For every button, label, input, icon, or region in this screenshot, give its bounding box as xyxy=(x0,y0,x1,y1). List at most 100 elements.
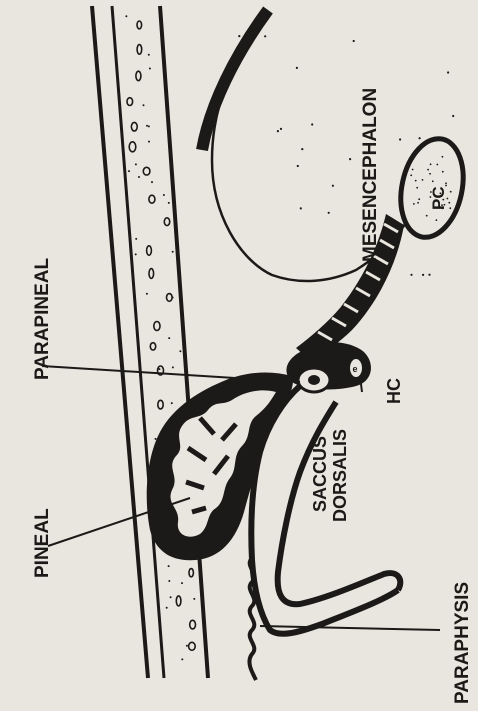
band-speckle xyxy=(189,642,196,650)
band-dot xyxy=(146,293,148,295)
mesencephalon-dot xyxy=(419,137,421,139)
band-speckle xyxy=(137,21,142,29)
band-speckle xyxy=(158,400,163,409)
band-speckle xyxy=(167,294,173,302)
label-dorsalis: DORSALIS xyxy=(330,429,350,522)
band-dot xyxy=(172,366,174,368)
mesencephalon-dot xyxy=(264,35,266,37)
pc-dot xyxy=(418,198,420,200)
band-speckle xyxy=(137,45,142,55)
pc-dot xyxy=(417,202,419,204)
mesencephalon-dot xyxy=(280,128,282,130)
band-speckle xyxy=(154,322,160,331)
band-speckle xyxy=(189,569,193,577)
band-dot xyxy=(172,251,174,253)
band-speckle xyxy=(136,71,141,80)
band-speckle xyxy=(131,122,137,131)
pc-dot xyxy=(445,182,447,184)
label-pc: PC xyxy=(429,186,448,210)
pc-dot xyxy=(422,179,424,181)
label-hc: HC xyxy=(384,378,404,404)
band-dot xyxy=(169,293,171,295)
mesencephalon-dot xyxy=(452,115,454,117)
mesencephalon-dot xyxy=(332,185,334,187)
band-dot xyxy=(181,582,183,584)
band-dot xyxy=(148,141,150,143)
band-dot xyxy=(181,658,183,660)
band-dot xyxy=(172,297,174,299)
mesencephalon-dot xyxy=(311,123,313,125)
paraphysis-tube xyxy=(249,558,256,680)
pc-dot xyxy=(416,187,418,189)
band-dot xyxy=(170,596,172,598)
mesencephalon-dot xyxy=(277,130,279,132)
hc-inner-mark: e xyxy=(352,364,357,374)
band-speckle xyxy=(147,246,152,255)
pc-dot xyxy=(413,203,415,205)
band-dot xyxy=(166,607,168,609)
habenular-tract xyxy=(296,214,404,362)
pc-dot xyxy=(427,169,429,171)
band-dot xyxy=(158,368,160,370)
pc-dot xyxy=(426,215,428,217)
pc-dot xyxy=(442,156,444,158)
band-dot xyxy=(168,202,170,204)
band-speckle xyxy=(129,142,136,152)
mesencephalon-dot xyxy=(428,274,430,276)
band-dot xyxy=(138,176,140,178)
mesencephalon-dot xyxy=(447,71,449,73)
pc-dot xyxy=(450,191,452,193)
pc-dot xyxy=(415,180,417,182)
mesencephalon-dot xyxy=(328,212,330,214)
mesencephalon-dot xyxy=(353,40,355,42)
band-speckle xyxy=(190,620,196,629)
band-speckle xyxy=(149,269,154,279)
parapineal-lumen xyxy=(308,375,320,385)
pc-dot xyxy=(448,202,450,204)
mesencephalon-dot xyxy=(349,158,351,160)
band-dot xyxy=(146,125,148,127)
mesencephalon-dot xyxy=(296,67,298,69)
mesencephalon-dot xyxy=(399,138,401,140)
band-speckle xyxy=(150,343,155,350)
pc-dot xyxy=(436,164,438,166)
band-dot xyxy=(155,438,157,440)
leader-line-paraphysis xyxy=(260,626,440,630)
pc-dot xyxy=(442,171,444,173)
band-dot xyxy=(168,565,170,567)
band-dot xyxy=(149,68,151,70)
label-parapineal: PARAPINEAL xyxy=(32,258,53,380)
band-dot xyxy=(135,253,137,255)
band-dot xyxy=(179,350,181,352)
mesencephalon-dot xyxy=(410,274,412,276)
label-paraphysis: PARAPHYSIS xyxy=(452,582,473,704)
mesencephalon-dot xyxy=(300,207,302,209)
band-dot xyxy=(151,181,153,183)
pc-dot xyxy=(430,163,432,165)
pc-dot xyxy=(432,180,434,182)
band-speckle xyxy=(164,218,169,226)
pc-dot xyxy=(445,185,447,187)
band-dot xyxy=(148,54,150,56)
label-saccus: SACCUS xyxy=(310,436,330,512)
pc-dot xyxy=(449,207,451,209)
pc-dot xyxy=(429,173,431,175)
band-dot xyxy=(171,402,173,404)
label-pineal: PINEAL xyxy=(32,508,53,578)
pc-dot xyxy=(436,219,438,221)
mesencephalon-dot xyxy=(301,148,303,150)
band-dot xyxy=(135,163,137,165)
mesencephalon-dot xyxy=(422,274,424,276)
band-dot xyxy=(128,170,130,172)
band-speckle xyxy=(149,195,155,203)
band-dot xyxy=(143,104,145,106)
pc-dot xyxy=(412,169,414,171)
band-dot xyxy=(168,580,170,582)
band-dot xyxy=(193,598,195,600)
mesencephalon-dot xyxy=(238,35,240,37)
band-dot xyxy=(135,238,137,240)
band-dot xyxy=(168,337,170,339)
band-dot xyxy=(186,645,188,647)
band-dot xyxy=(163,194,165,196)
